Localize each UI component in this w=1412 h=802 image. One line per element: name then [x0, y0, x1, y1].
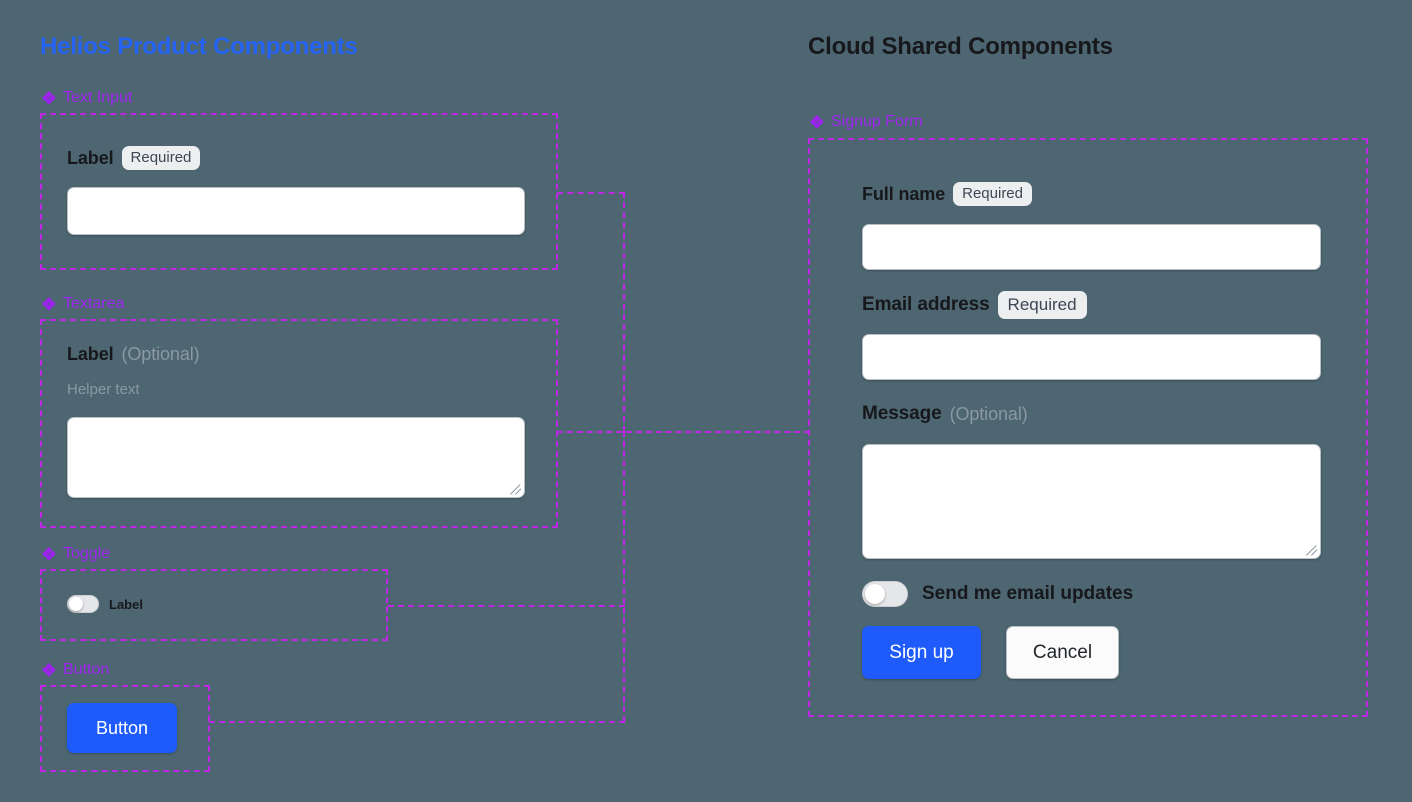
textarea-optional-text: (Optional) — [121, 344, 200, 364]
cloud-panel-title: Cloud Shared Components — [808, 33, 1113, 60]
connector-button-horizontal — [209, 721, 625, 723]
component-diamond-icon — [42, 662, 56, 676]
section-header-signup-form: Signup Form — [810, 113, 923, 131]
message-optional-text: (Optional) — [949, 403, 1028, 424]
textarea-label: Label — [67, 344, 114, 364]
message-label: Message — [862, 403, 942, 424]
textarea-helper-text: Helper text — [67, 381, 140, 398]
toggle-label: Label — [109, 596, 143, 612]
connector-textarea-horizontal — [557, 431, 810, 433]
textarea-field-wrapper — [67, 417, 525, 498]
toggle-row: Label — [67, 595, 143, 613]
section-label-text-input: Text Input — [63, 89, 133, 106]
email-address-input[interactable] — [862, 334, 1321, 380]
frame-textarea — [40, 319, 558, 528]
connector-text-input-horizontal — [557, 192, 625, 194]
message-field-wrapper — [862, 444, 1321, 559]
section-header-button: Button — [42, 661, 109, 679]
section-header-toggle: Toggle — [42, 545, 110, 563]
full-name-required-badge: Required — [953, 182, 1032, 206]
connector-toggle-horizontal — [388, 605, 625, 607]
connector-toggle-vertical — [623, 431, 625, 722]
cancel-button[interactable]: Cancel — [1006, 626, 1119, 679]
full-name-label: Full name — [862, 183, 946, 204]
frame-text-input — [40, 113, 558, 270]
email-address-label-row: Email address Required — [862, 291, 1087, 319]
text-input-label: Label — [67, 147, 114, 168]
email-updates-toggle[interactable] — [862, 581, 908, 607]
sign-up-button[interactable]: Sign up — [862, 626, 981, 679]
frame-button — [40, 685, 210, 772]
section-header-text-input: Text Input — [42, 89, 132, 107]
full-name-input[interactable] — [862, 224, 1321, 270]
email-address-label: Email address — [862, 294, 990, 315]
frame-signup-form — [808, 138, 1368, 717]
text-input-label-row: Label Required — [67, 146, 201, 170]
email-updates-toggle-row: Send me email updates — [862, 581, 1133, 607]
text-input-field[interactable] — [67, 187, 525, 235]
helios-panel-title: Helios Product Components — [40, 33, 358, 60]
email-updates-label: Send me email updates — [922, 583, 1134, 604]
full-name-label-row: Full name Required — [862, 182, 1032, 206]
toggle-knob — [69, 597, 83, 611]
message-textarea[interactable] — [862, 444, 1321, 559]
toggle-switch[interactable] — [67, 595, 99, 613]
section-header-textarea: Textarea — [42, 295, 124, 313]
frame-toggle — [40, 569, 388, 641]
textarea-label-row: Label (Optional) — [67, 344, 200, 365]
email-updates-toggle-knob — [865, 584, 885, 604]
section-label-button: Button — [63, 661, 110, 678]
connector-text-input-vertical — [623, 192, 625, 432]
textarea-field[interactable] — [67, 417, 525, 498]
section-label-toggle: Toggle — [63, 545, 111, 562]
component-diamond-icon — [810, 114, 824, 128]
section-label-textarea: Textarea — [63, 295, 125, 312]
component-diamond-icon — [42, 296, 56, 310]
text-input-required-badge: Required — [121, 146, 201, 170]
component-diamond-icon — [42, 546, 56, 560]
section-label-signup-form: Signup Form — [831, 113, 923, 130]
component-diamond-icon — [42, 90, 56, 104]
message-label-row: Message (Optional) — [862, 403, 1028, 425]
email-address-required-badge: Required — [997, 291, 1087, 319]
demo-button[interactable]: Button — [67, 703, 177, 753]
